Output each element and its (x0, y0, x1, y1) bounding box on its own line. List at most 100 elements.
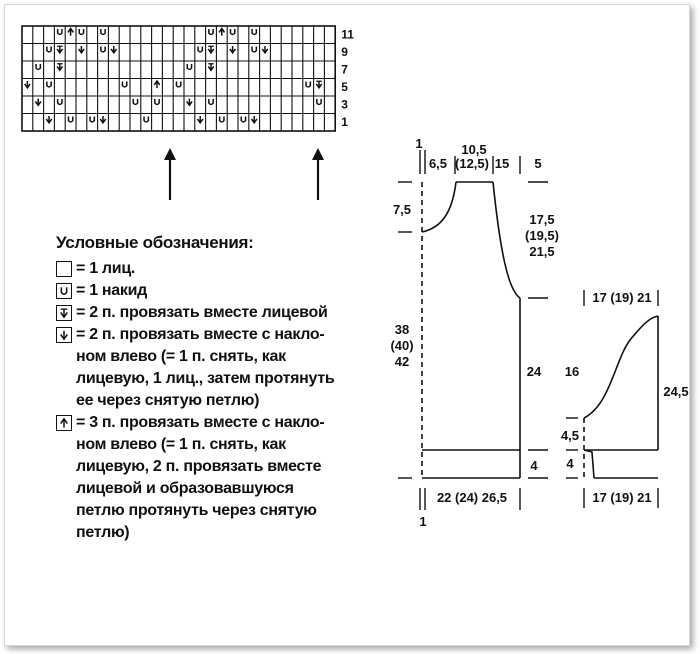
sleeve-bottom-width: 17 (19) 21 (592, 490, 651, 505)
stitch-symbol-U (186, 63, 193, 71)
stitch-symbol-Y (207, 45, 215, 55)
stitch-symbol-U (100, 28, 106, 36)
legend-item: = 2 п. провязать вместе с накло- ном вле… (50, 324, 420, 412)
stitch-symbol-V (250, 115, 258, 125)
stitch-symbol-U (132, 98, 139, 106)
stitch-symbol-U (251, 28, 258, 36)
legend-item: = 3 п. провязать вместе с накло- ном вле… (50, 412, 420, 544)
right-dim-side: 24 (527, 364, 542, 379)
stitch-symbol-U (78, 28, 85, 36)
stitch-symbol-U (251, 46, 258, 53)
bottom-dim-edge: 1 (419, 514, 426, 529)
stitch-symbol-Y (207, 63, 215, 72)
legend-item-text: = 1 лиц. (76, 260, 136, 277)
body-outline (421, 181, 521, 479)
stitch-symbol-V (196, 115, 204, 125)
stitch-symbol-A (153, 79, 161, 89)
sleeve-top-width: 17 (19) 21 (592, 290, 651, 305)
stitch-symbol-Y (56, 45, 64, 55)
stitch-symbol-U (175, 81, 182, 88)
stitch-symbol-A (67, 27, 74, 36)
stitch-symbol-U (208, 28, 214, 36)
yarn-over-icon (56, 283, 72, 299)
right-dim-armhole-2: (19,5) (525, 228, 559, 243)
legend-item: = 1 лиц. (50, 258, 420, 280)
sleeve-lower-1: 4,5 (561, 428, 579, 443)
legend-item: = 1 накид (50, 280, 420, 302)
stitch-symbol-Y (315, 80, 323, 90)
top-dim-5: 15 (495, 156, 509, 171)
stitch-symbol-U (143, 116, 150, 123)
stitch-symbol-U (229, 28, 236, 36)
stitch-symbol-U (56, 98, 63, 106)
left-dim-length-2: (40) (390, 338, 413, 353)
stitch-symbol-V (110, 45, 118, 55)
page-frame (4, 4, 690, 646)
stitch-symbol-U (197, 46, 204, 53)
bottom-dim-width: 22 (24) 26,5 (437, 490, 507, 505)
stitch-symbol-V (45, 115, 53, 125)
stitch-symbol-U (154, 98, 160, 106)
stitch-symbol-V (229, 45, 236, 55)
chart-symbols (24, 27, 323, 125)
stitch-symbol-U (121, 81, 128, 88)
k2tog-icon (56, 305, 72, 321)
stitch-symbol-U (100, 46, 106, 53)
legend-item-text: = 2 п. провязать вместе лицевой (76, 304, 328, 321)
sleeve-cap-height: 16 (565, 364, 579, 379)
row-number: 3 (341, 98, 348, 112)
chart-grid (21, 25, 337, 132)
legend-title: Условные обозначения: (56, 233, 254, 252)
repeat-arrow-left (164, 148, 176, 200)
stitch-symbol-U (56, 28, 63, 36)
stitch-symbol-V (34, 98, 42, 107)
legend-items: = 1 лиц. = 1 накид = 2 п. провязать вместе… (50, 258, 420, 544)
stitch-symbol-U (46, 46, 52, 53)
row-number: 9 (341, 45, 348, 59)
stitch-symbol-U (240, 116, 247, 123)
stitch-symbol-V (78, 45, 85, 55)
left-dim-length-3: 42 (395, 354, 409, 369)
stitch-symbol-V (24, 80, 31, 90)
stitch-symbol-U (67, 116, 74, 123)
stitch-symbol-U (218, 116, 225, 123)
stitch-symbol-A (218, 27, 226, 36)
right-dim-band: 4 (530, 458, 538, 473)
left-dim-neck: 7,5 (393, 202, 411, 217)
blank-box-icon (56, 261, 72, 277)
repeat-arrow-right (312, 148, 324, 200)
sleeve-total-height: 24,5 (663, 384, 688, 399)
stitch-symbol-U (208, 98, 214, 106)
legend-item: = 2 п. провязать вместе лицевой (50, 302, 420, 324)
legend-item-text: = 1 накид (76, 282, 147, 299)
stitch-symbol-U (35, 63, 42, 71)
stitch-symbol-U (305, 81, 312, 88)
row-number: 7 (341, 63, 348, 77)
legend-item-text: = 2 п. провязать вместе с накло- ном вле… (76, 326, 335, 409)
top-dim-6: 5 (534, 156, 541, 171)
sk2p-icon (56, 415, 72, 431)
row-number: 5 (341, 80, 348, 94)
legend: Условные обозначения: = 1 лиц.= 1 накид=… (50, 232, 420, 544)
stitch-symbol-U (46, 81, 52, 88)
ssk-icon (56, 327, 72, 343)
stitch-symbol-U (89, 116, 96, 123)
right-dim-armhole-1: 17,5 (529, 212, 554, 227)
top-dim-1: 1 (415, 136, 422, 151)
top-dim-4: (12,5) (455, 156, 489, 171)
sleeve-outline (583, 315, 659, 479)
sleeve-guides (566, 290, 659, 508)
stitch-symbol-Y (56, 63, 64, 72)
left-dim-length-1: 38 (395, 322, 409, 337)
top-dim-2: 6,5 (429, 156, 447, 171)
top-dim-3: 10,5 (461, 142, 486, 157)
stitch-symbol-V (99, 115, 107, 125)
legend-item-text: = 3 п. провязать вместе с накло- ном вле… (76, 414, 325, 541)
right-dim-armhole-3: 21,5 (529, 244, 554, 259)
row-number: 11 (341, 28, 354, 42)
stitch-symbol-U (316, 98, 322, 106)
